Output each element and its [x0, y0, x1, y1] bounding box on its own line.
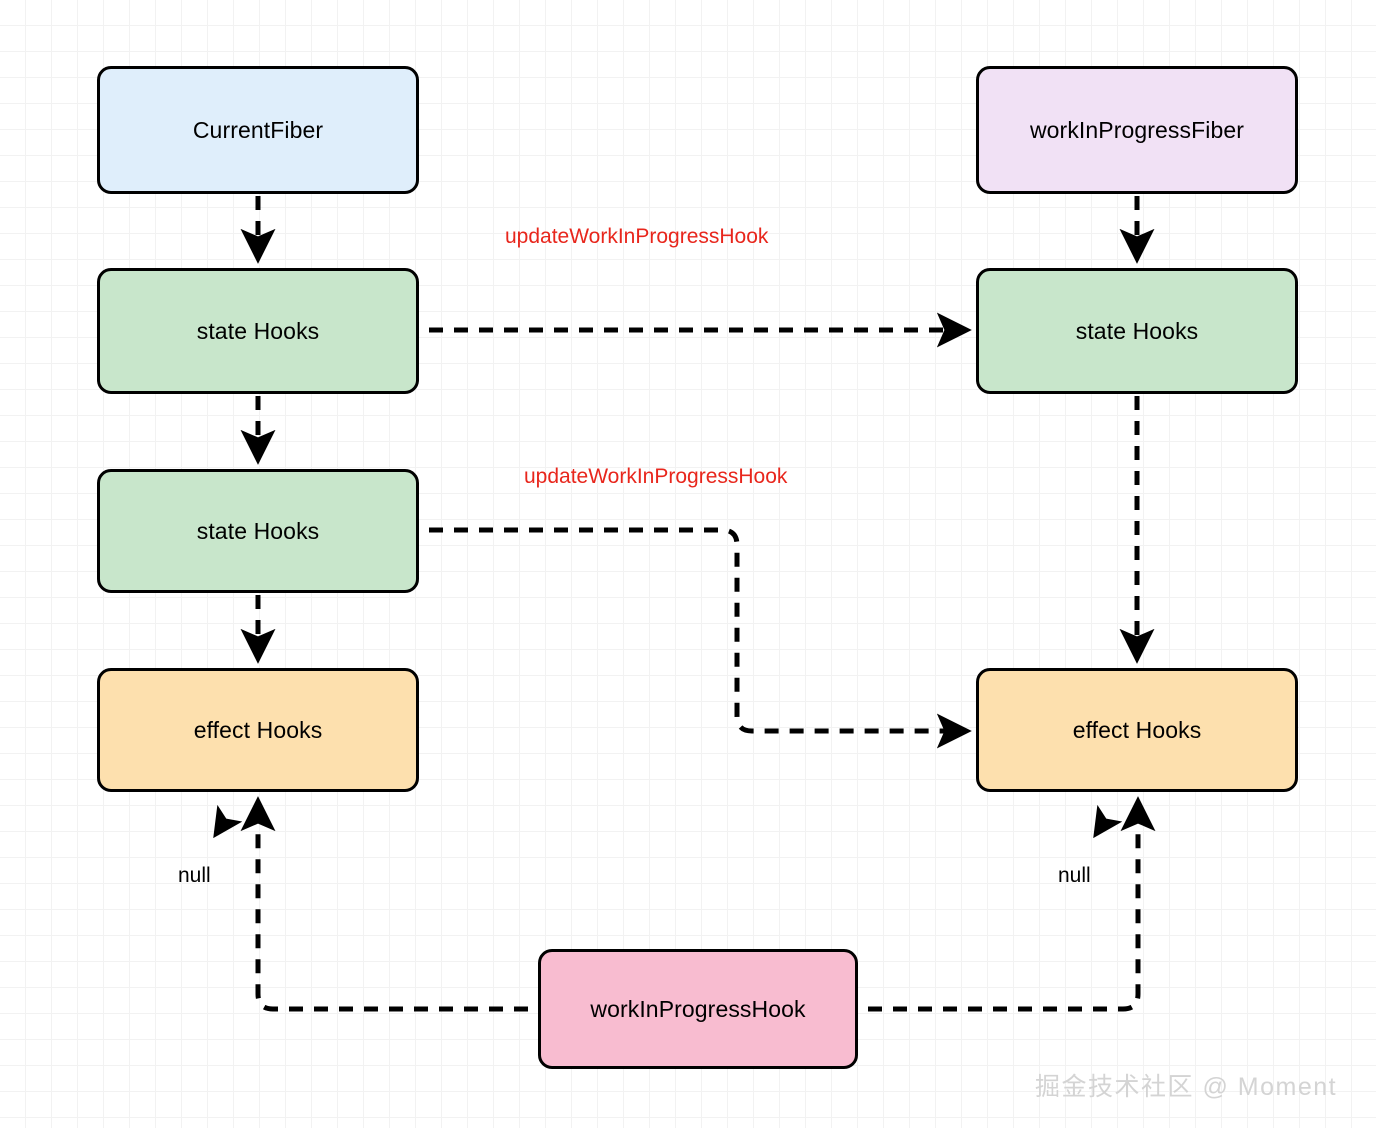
- edge-wip-hook-to-wip-effect-hooks: [868, 796, 1156, 1012]
- null-label-left: null: [178, 864, 211, 887]
- node-wip-state-hooks[interactable]: state Hooks: [976, 268, 1298, 394]
- watermark: 掘金技术社区 @ Moment: [1035, 1073, 1338, 1101]
- edge-state-hooks-2-to-wip-effect-hooks: [429, 527, 972, 749]
- node-label: workInProgressHook: [590, 995, 806, 1022]
- null-stub-right: [1093, 804, 1123, 839]
- null-stub-left: [213, 804, 243, 839]
- node-wip-fiber[interactable]: workInProgressFiber: [976, 66, 1298, 194]
- null-label-right: null: [1058, 864, 1091, 887]
- edge-label-update-hook-1: updateWorkInProgressHook: [505, 225, 769, 248]
- edge-label-update-hook-2: updateWorkInProgressHook: [524, 465, 788, 488]
- node-wip-effect-hooks[interactable]: effect Hooks: [976, 668, 1298, 792]
- edge-wip-hook-to-current-effect-hooks: [240, 796, 528, 1012]
- node-label: workInProgressFiber: [1029, 116, 1245, 143]
- node-label: state Hooks: [196, 317, 320, 344]
- node-current-effect-hooks[interactable]: effect Hooks: [97, 668, 419, 792]
- node-current-state-hooks-1[interactable]: state Hooks: [97, 268, 419, 394]
- node-current-state-hooks-2[interactable]: state Hooks: [97, 469, 419, 593]
- node-label: effect Hooks: [1072, 716, 1202, 743]
- node-label: effect Hooks: [193, 716, 323, 743]
- node-label: state Hooks: [196, 517, 320, 544]
- node-wip-hook[interactable]: workInProgressHook: [538, 949, 858, 1069]
- node-label: CurrentFiber: [192, 116, 324, 143]
- node-current-fiber[interactable]: CurrentFiber: [97, 66, 419, 194]
- node-label: state Hooks: [1075, 317, 1199, 344]
